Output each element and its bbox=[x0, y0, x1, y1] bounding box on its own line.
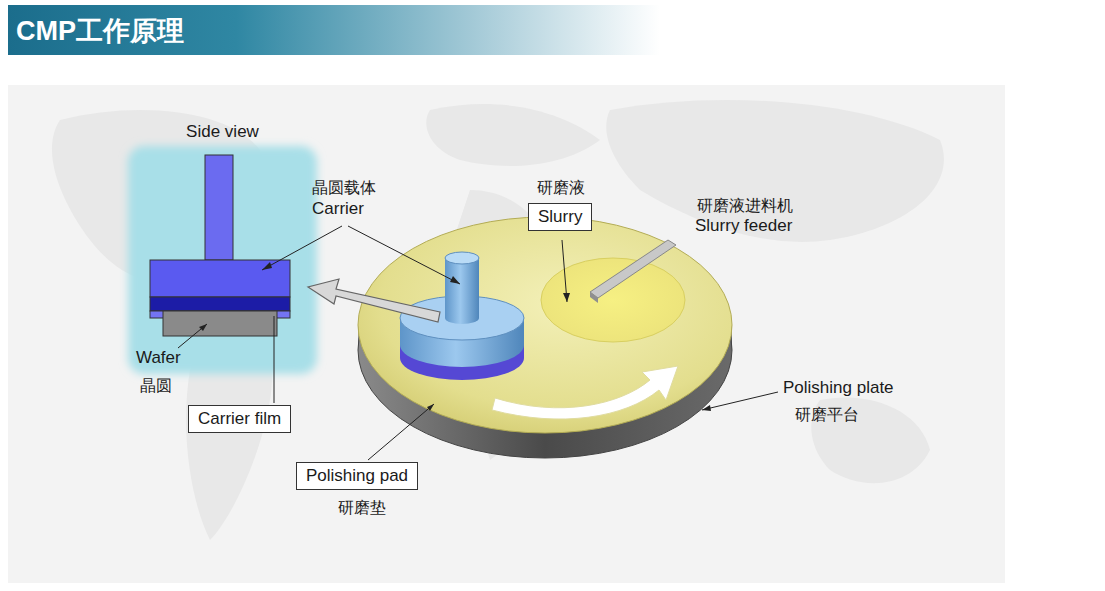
boxed-label: Polishing pad bbox=[296, 462, 418, 490]
side-view-panel: Side view bbox=[130, 122, 315, 372]
node-heading: Side view bbox=[130, 122, 315, 142]
background-panel bbox=[8, 85, 1005, 583]
carrier-film-box: Carrier film bbox=[188, 405, 291, 433]
side-view-carrier bbox=[150, 155, 290, 336]
part-name-zh: 晶圆 bbox=[140, 376, 172, 397]
part-name-en: Slurry feeder bbox=[695, 216, 792, 236]
leader-lines bbox=[178, 226, 778, 460]
node-heading: 研磨垫 bbox=[338, 498, 418, 519]
leader-heads bbox=[199, 262, 711, 411]
boxed-label: Carrier film bbox=[188, 405, 291, 433]
part-name-en: Wafer bbox=[136, 348, 181, 368]
part-name-zh: 晶圆载体 bbox=[312, 178, 376, 199]
part-name-zh: 研磨液进料机 bbox=[697, 196, 793, 217]
world-map bbox=[52, 100, 944, 540]
node-heading: 研磨液 bbox=[537, 178, 592, 199]
slurry-feeder bbox=[590, 240, 676, 303]
slurry-pool bbox=[541, 258, 685, 342]
panel-glow bbox=[128, 146, 317, 374]
zoom-arrow bbox=[308, 279, 440, 322]
polishing-pad-box: Polishing pad 研磨垫 bbox=[296, 462, 418, 519]
part-name-en: Polishing plate bbox=[783, 378, 894, 398]
polishing-plate bbox=[358, 217, 732, 458]
rotation-arrow bbox=[492, 366, 678, 419]
boxed-label: Slurry bbox=[528, 203, 592, 231]
part-name-en: Carrier bbox=[312, 199, 364, 219]
slurry-box: 研磨液 Slurry bbox=[528, 178, 592, 231]
part-name-zh: 研磨平台 bbox=[795, 405, 859, 426]
page-title: CMP工作原理 bbox=[16, 13, 184, 49]
